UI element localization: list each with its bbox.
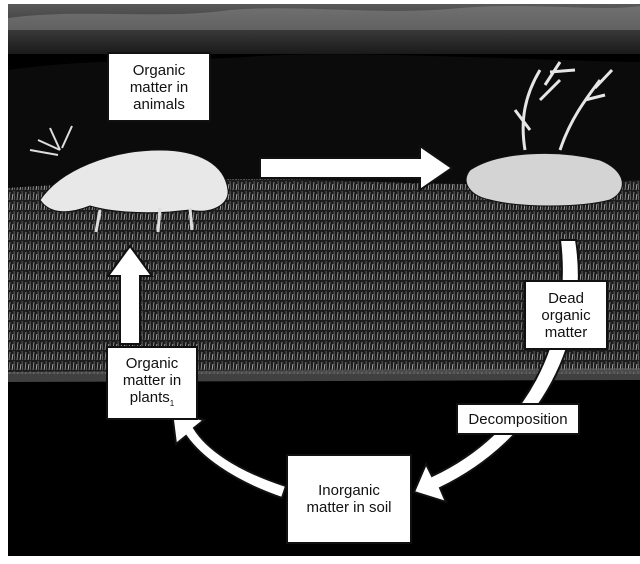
label-line: Organic [130, 62, 188, 79]
footnote-mark: 1 [170, 399, 174, 408]
label-line: Decomposition [468, 411, 567, 428]
label-decomposition: Decomposition [456, 403, 580, 435]
label-line: matter in soil [306, 499, 391, 516]
label-dead-organic-matter: Dead organic matter [524, 280, 608, 350]
label-line: matter in [123, 372, 181, 389]
label-line: organic [541, 307, 590, 324]
label-line: Organic [123, 355, 181, 372]
label-line: plants1 [123, 389, 181, 412]
label-line: matter in [130, 79, 188, 96]
label-text: plants [130, 389, 170, 406]
label-organic-matter-plants: Organic matter in plants1 [106, 346, 198, 420]
label-inorganic-matter-soil: Inorganic matter in soil [286, 454, 412, 544]
label-organic-matter-animals: Organic matter in animals [107, 52, 211, 122]
label-line: Dead [541, 290, 590, 307]
label-line: animals [130, 96, 188, 113]
label-line: matter [541, 324, 590, 341]
label-line: Inorganic [306, 482, 391, 499]
